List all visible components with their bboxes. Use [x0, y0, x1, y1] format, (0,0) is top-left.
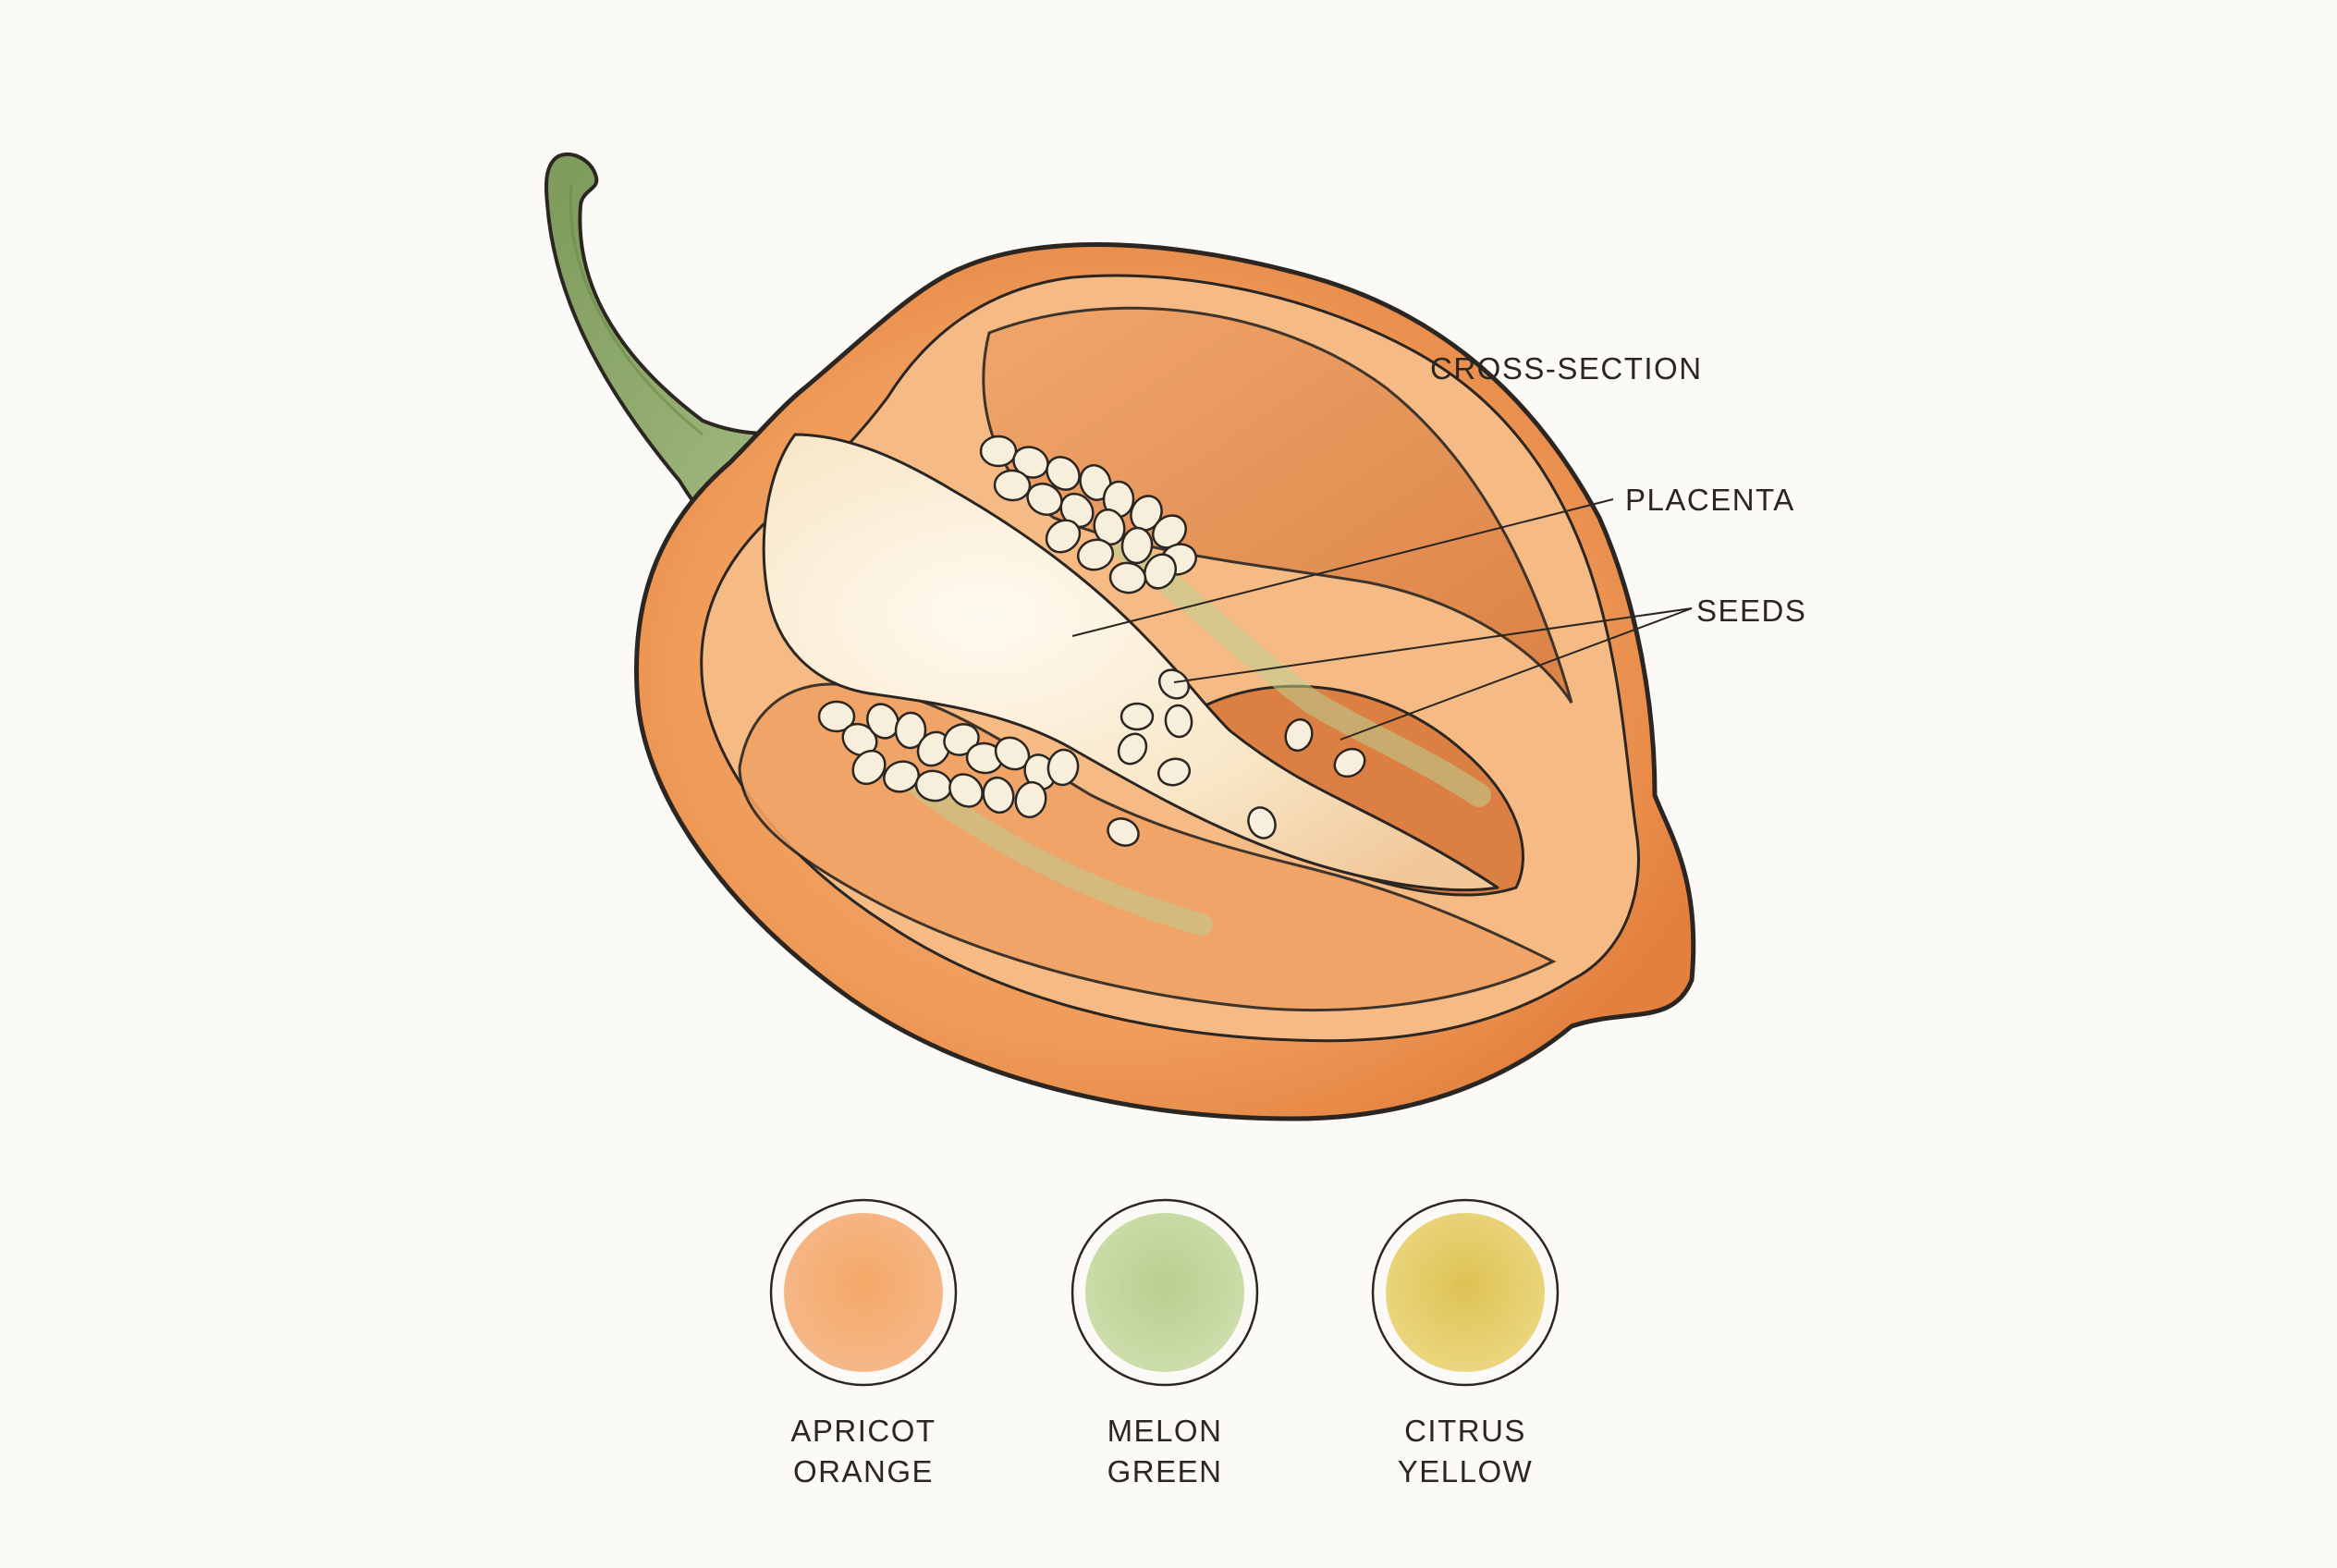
seed [948, 773, 984, 808]
seed [1014, 780, 1047, 819]
swatch-citrus-yellow [1371, 1198, 1560, 1387]
seed [1117, 732, 1148, 766]
seeds-leader-line-2 [1340, 607, 1693, 741]
seed [883, 760, 920, 793]
placenta-core [762, 433, 1499, 892]
seed [1157, 668, 1191, 700]
upper-cavity [982, 306, 1573, 704]
seed [1045, 519, 1082, 554]
seed [982, 776, 1015, 815]
seed [1107, 817, 1140, 847]
seed [1284, 717, 1314, 753]
seed [1164, 704, 1193, 739]
seeds-label: SEEDS [1696, 594, 1807, 628]
seed [817, 700, 856, 733]
seed [1093, 508, 1126, 546]
swatch-label-line2: ORANGE [792, 1454, 935, 1488]
seed [1120, 526, 1154, 565]
swatch-label-line1: CITRUS [1404, 1414, 1526, 1448]
swatch-label-line2: GREEN [1107, 1454, 1223, 1488]
seed [916, 730, 951, 767]
seed [1046, 456, 1081, 491]
seed [1046, 748, 1080, 787]
seed [1079, 464, 1112, 501]
seed [866, 703, 899, 740]
seed [993, 469, 1032, 502]
swatch-label-line2: YELLOW [1397, 1454, 1534, 1488]
swatch-label-line1: MELON [1107, 1414, 1223, 1448]
placenta-label: PLACENTA [1625, 483, 1795, 517]
seed [841, 722, 878, 757]
seed [1152, 514, 1187, 549]
seed-cluster-loose [1107, 668, 1366, 847]
seed [1143, 553, 1178, 590]
placenta-leader-line [1071, 498, 1614, 637]
seed [979, 435, 1018, 468]
swatch-label-citrus-yellow: CITRUS YELLOW [1317, 1411, 1613, 1492]
seed-cluster-lower [817, 700, 1080, 819]
seed [1156, 757, 1192, 787]
swatch-label-line1: APRICOT [790, 1414, 936, 1448]
seed [851, 749, 887, 786]
cross-section-label: CROSS-SECTION [1430, 351, 1703, 386]
seeds-leader-line-1 [1173, 607, 1693, 683]
swatch-melon-green [1071, 1198, 1259, 1387]
seed [1247, 806, 1277, 839]
seed [1120, 702, 1155, 731]
seed [1333, 747, 1366, 778]
swatch-label-melon-green: MELON GREEN [1017, 1411, 1313, 1492]
seed [1108, 561, 1147, 594]
seed-cluster-upper [979, 435, 1197, 594]
seed [1076, 538, 1115, 571]
swatch-apricot-orange [769, 1198, 958, 1387]
seed [894, 711, 927, 750]
swatch-label-apricot-orange: APRICOT ORANGE [716, 1411, 1011, 1492]
